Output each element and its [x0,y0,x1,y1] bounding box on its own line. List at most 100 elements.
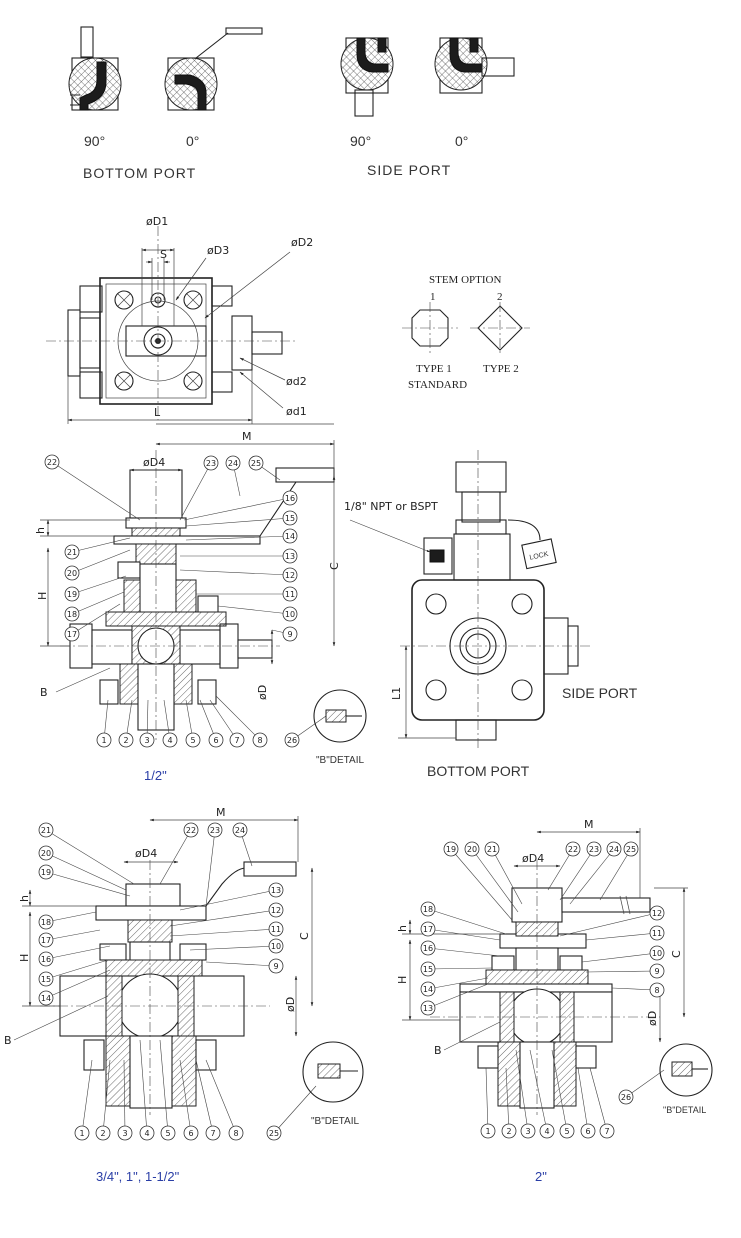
balloon-circle [420,981,436,997]
balloon-leader [215,695,261,741]
balloon-leader [427,947,501,957]
balloon-leader [71,591,125,615]
balloon-leader [581,952,658,963]
balloon-circle [606,841,622,857]
balloon-circle [252,732,268,748]
balloon-number: 18 [41,918,51,927]
balloon-circle [268,921,284,937]
balloon-number: 26 [287,736,297,745]
balloon-leader [585,932,658,941]
balloon-circle [232,822,248,838]
stem-option-num1: 1 [430,291,436,303]
balloon-circle [586,841,602,857]
balloon-circle [185,732,201,748]
balloon-leader [45,871,131,897]
balloon-number: 3 [525,1127,530,1136]
two-dim-D: øD [646,1011,659,1026]
balloon-number: 22 [47,458,57,467]
balloon-leader [427,928,501,941]
side-port-90-icon [340,37,394,117]
tq-dim-h: h [18,895,31,902]
balloon-leader [169,909,277,927]
stem-option-title: STEM OPTION [429,274,501,286]
balloon-number: 20 [67,569,77,578]
balloon-circle [420,901,436,917]
balloon-leader [427,908,507,935]
balloon-leader [185,535,291,541]
balloon-circle [38,845,54,861]
balloon-circle [282,528,298,544]
balloon-circle [649,905,665,921]
balloon-leader [427,977,489,990]
balloon-leader [179,462,212,521]
bottom-port-90-angle: 90° [84,133,105,149]
balloon-number: 12 [652,909,662,918]
balloon-number: 6 [213,736,218,745]
balloon-circle [207,822,223,838]
balloon-leader [427,967,493,970]
balloon-number: 5 [165,1129,170,1138]
balloon-number: 5 [564,1127,569,1136]
balloon-circle [623,841,639,857]
balloon-leader [547,848,574,891]
balloon-number: 13 [423,1004,433,1013]
balloon-leader [195,1059,214,1134]
balloon-leader [169,928,277,937]
balloon-number: 6 [585,1127,590,1136]
balloon-circle [282,626,298,642]
tq-dim-D4: øD4 [135,847,157,860]
balloon-number: 1 [101,736,106,745]
lock-bottom-port-label: BOTTOM PORT [427,763,530,779]
balloon-circle [268,902,284,918]
balloon-number: 22 [186,826,196,835]
balloon-leader [45,852,127,891]
balloon-number: 3 [144,736,149,745]
balloon-circle [225,455,241,471]
balloon-leader [81,1059,93,1134]
balloon-number: 10 [652,949,662,958]
balloon-circle [480,1123,496,1139]
balloon-leader [159,829,192,885]
balloon-circle [96,732,112,748]
half-dim-B: B [40,686,48,699]
balloon-circle [484,841,500,857]
stem-type1-label: TYPE 1 [416,363,452,375]
balloon-leader [585,970,658,973]
balloon-circle [248,455,264,471]
two-dim-H: H [396,976,409,984]
lock-dim-L1: L1 [390,687,403,700]
balloon-circle [162,732,178,748]
two-dim-C: C [670,950,683,958]
balloon-circle [208,732,224,748]
balloon-number: 9 [287,630,292,639]
balloon-number: 12 [271,906,281,915]
balloon-leader [427,983,489,1009]
two-dim-M: M [584,818,594,831]
balloon-circle [649,925,665,941]
stem-type1-standard: STANDARD [408,379,467,391]
balloon-number: 26 [621,1093,631,1102]
balloon-leader [505,1067,510,1132]
balloon-number: 19 [67,590,77,599]
balloon-circle [64,565,80,581]
tq-detail-label: "B"DETAIL [311,1116,359,1127]
balloon-circle [580,1123,596,1139]
balloon-leader [51,461,141,521]
balloon-number: 15 [41,975,51,984]
balloon-leader [139,1039,148,1134]
balloon-leader [205,961,277,967]
balloon-circle [38,951,54,967]
dim-L: L [154,406,161,419]
balloon-circle [74,1125,90,1141]
balloon-number: 3 [122,1129,127,1138]
npt-label: 1/8" NPT or BSPT [344,500,438,513]
balloon-leader [123,1059,126,1134]
half-dim-D4: øD4 [143,456,165,469]
stem-type1-symbol [402,302,458,356]
balloon-circle [183,822,199,838]
dim-d1: ød1 [286,405,307,418]
balloon-number: 16 [285,494,295,503]
half-inch-section [40,423,336,740]
balloon-number: 9 [273,962,278,971]
